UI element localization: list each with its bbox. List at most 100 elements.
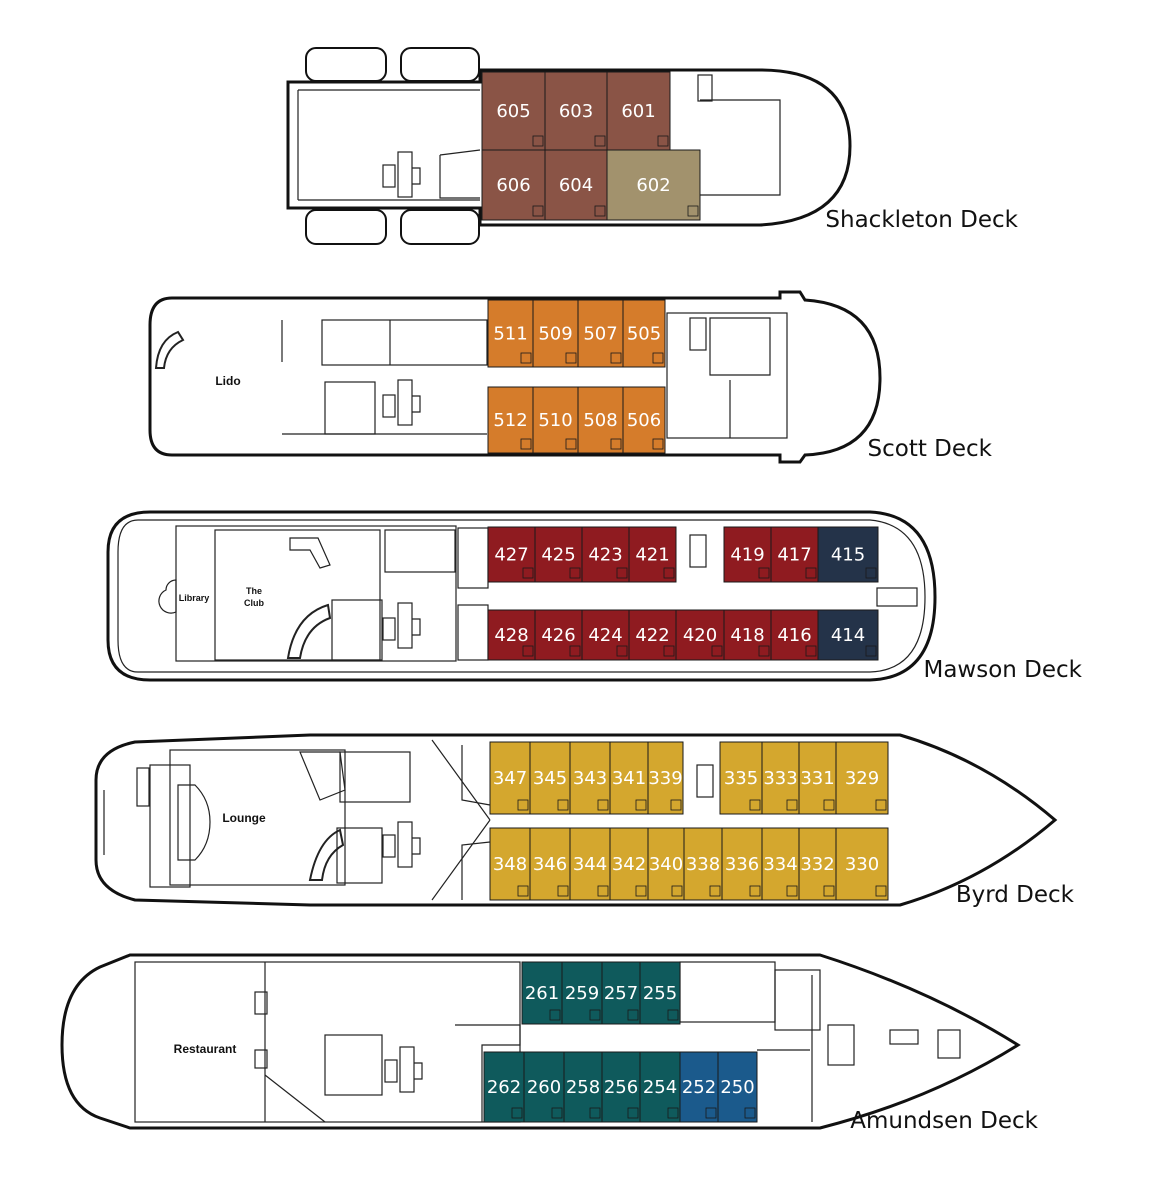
spiral-staircase <box>289 537 331 569</box>
cabin-fill <box>489 741 531 815</box>
cabin-423[interactable]: 423 <box>581 526 630 583</box>
bathroom-marker <box>635 799 647 811</box>
cabin-340[interactable]: 340 <box>647 827 685 901</box>
cabin-347[interactable]: 347 <box>489 741 531 815</box>
cabin-422[interactable]: 422 <box>628 609 677 661</box>
cabin-602[interactable]: 602 <box>606 149 701 221</box>
cabin-603[interactable]: 603 <box>544 71 608 151</box>
bathroom-marker <box>875 799 887 811</box>
cabin-428[interactable]: 428 <box>487 609 536 661</box>
bathroom-marker <box>652 352 664 364</box>
cabin-260[interactable]: 260 <box>523 1051 565 1123</box>
cabin-number: 415 <box>831 545 865 566</box>
cabin-604[interactable]: 604 <box>544 149 608 221</box>
cabin-258[interactable]: 258 <box>563 1051 603 1123</box>
cabin-419[interactable]: 419 <box>723 526 772 583</box>
cabin-335[interactable]: 335 <box>719 741 763 815</box>
cabin-426[interactable]: 426 <box>534 609 583 661</box>
cabin-259[interactable]: 259 <box>561 961 603 1025</box>
cabin-331[interactable]: 331 <box>798 741 837 815</box>
bathroom-marker <box>823 885 835 897</box>
cabin-425[interactable]: 425 <box>534 526 583 583</box>
cabin-252[interactable]: 252 <box>679 1051 719 1123</box>
cabin-262[interactable]: 262 <box>483 1051 525 1123</box>
room-label-the-club-line2: Club <box>244 598 264 608</box>
cabin-339[interactable]: 339 <box>647 741 684 815</box>
cabin-510[interactable]: 510 <box>532 386 579 454</box>
bathroom-marker <box>670 799 682 811</box>
cabin-fill <box>723 526 772 583</box>
cabin-341[interactable]: 341 <box>609 741 649 815</box>
cabin-605[interactable]: 605 <box>481 71 546 151</box>
cabin-418[interactable]: 418 <box>723 609 772 661</box>
bathroom-marker <box>616 567 628 579</box>
cabin-338[interactable]: 338 <box>683 827 723 901</box>
cabin-506[interactable]: 506 <box>622 386 666 454</box>
bathroom-marker <box>551 1107 563 1119</box>
cabin-number: 424 <box>588 625 622 646</box>
cabin-507[interactable]: 507 <box>577 299 624 368</box>
deck-name-scott: Scott Deck <box>868 436 993 462</box>
cabin-421[interactable]: 421 <box>628 526 677 583</box>
cabin-417[interactable]: 417 <box>770 526 819 583</box>
bathroom-marker <box>671 885 683 897</box>
cabin-427[interactable]: 427 <box>487 526 536 583</box>
bathroom-marker <box>758 567 770 579</box>
cabin-336[interactable]: 336 <box>721 827 763 901</box>
cabin-fill <box>483 1051 525 1123</box>
deck-name-byrd: Byrd Deck <box>956 882 1075 908</box>
cabin-345[interactable]: 345 <box>529 741 571 815</box>
tender-boat <box>400 47 480 82</box>
cabin-332[interactable]: 332 <box>798 827 837 901</box>
cabin-fill <box>798 741 837 815</box>
cabin-fill <box>532 299 579 368</box>
cabin-330[interactable]: 330 <box>835 827 889 901</box>
cabin-424[interactable]: 424 <box>581 609 630 661</box>
bathroom-marker <box>589 1107 601 1119</box>
cabin-420[interactable]: 420 <box>675 609 725 661</box>
cabin-fill <box>521 961 563 1025</box>
cabin-257[interactable]: 257 <box>601 961 641 1025</box>
cabin-number: 423 <box>588 545 622 566</box>
cabin-606[interactable]: 606 <box>481 149 546 221</box>
cabin-512[interactable]: 512 <box>487 386 534 454</box>
cabin-334[interactable]: 334 <box>761 827 800 901</box>
bathroom-marker <box>610 352 622 364</box>
cabin-343[interactable]: 343 <box>569 741 611 815</box>
cabin-415[interactable]: 415 <box>817 526 879 583</box>
cabin-fill <box>577 386 624 454</box>
cabin-416[interactable]: 416 <box>770 609 819 661</box>
cabin-fill <box>529 741 571 815</box>
cabin-261[interactable]: 261 <box>521 961 563 1025</box>
cabin-348[interactable]: 348 <box>489 827 531 901</box>
cabin-509[interactable]: 509 <box>532 299 579 368</box>
cabin-number: 331 <box>800 768 834 789</box>
cabin-601[interactable]: 601 <box>606 71 671 151</box>
bathroom-marker <box>565 352 577 364</box>
cabin-256[interactable]: 256 <box>601 1051 641 1123</box>
cabin-508[interactable]: 508 <box>577 386 624 454</box>
cabin-342[interactable]: 342 <box>609 827 649 901</box>
cabin-414[interactable]: 414 <box>817 609 879 661</box>
cabin-254[interactable]: 254 <box>639 1051 681 1123</box>
cabin-346[interactable]: 346 <box>529 827 571 901</box>
cabin-number: 260 <box>527 1077 561 1098</box>
cabin-number: 342 <box>612 854 646 875</box>
room-label-lido: Lido <box>215 374 240 388</box>
cabin-number: 602 <box>636 175 670 196</box>
cabin-511[interactable]: 511 <box>487 299 534 368</box>
cabin-fill <box>534 609 583 661</box>
cabin-505[interactable]: 505 <box>622 299 666 368</box>
bathroom-marker <box>557 885 569 897</box>
cabin-344[interactable]: 344 <box>569 827 611 901</box>
cabin-250[interactable]: 250 <box>717 1051 758 1123</box>
bathroom-marker <box>627 1009 639 1021</box>
cabin-329[interactable]: 329 <box>835 741 889 815</box>
cabin-255[interactable]: 255 <box>639 961 681 1025</box>
cabin-333[interactable]: 333 <box>761 741 800 815</box>
bathroom-marker <box>517 799 529 811</box>
